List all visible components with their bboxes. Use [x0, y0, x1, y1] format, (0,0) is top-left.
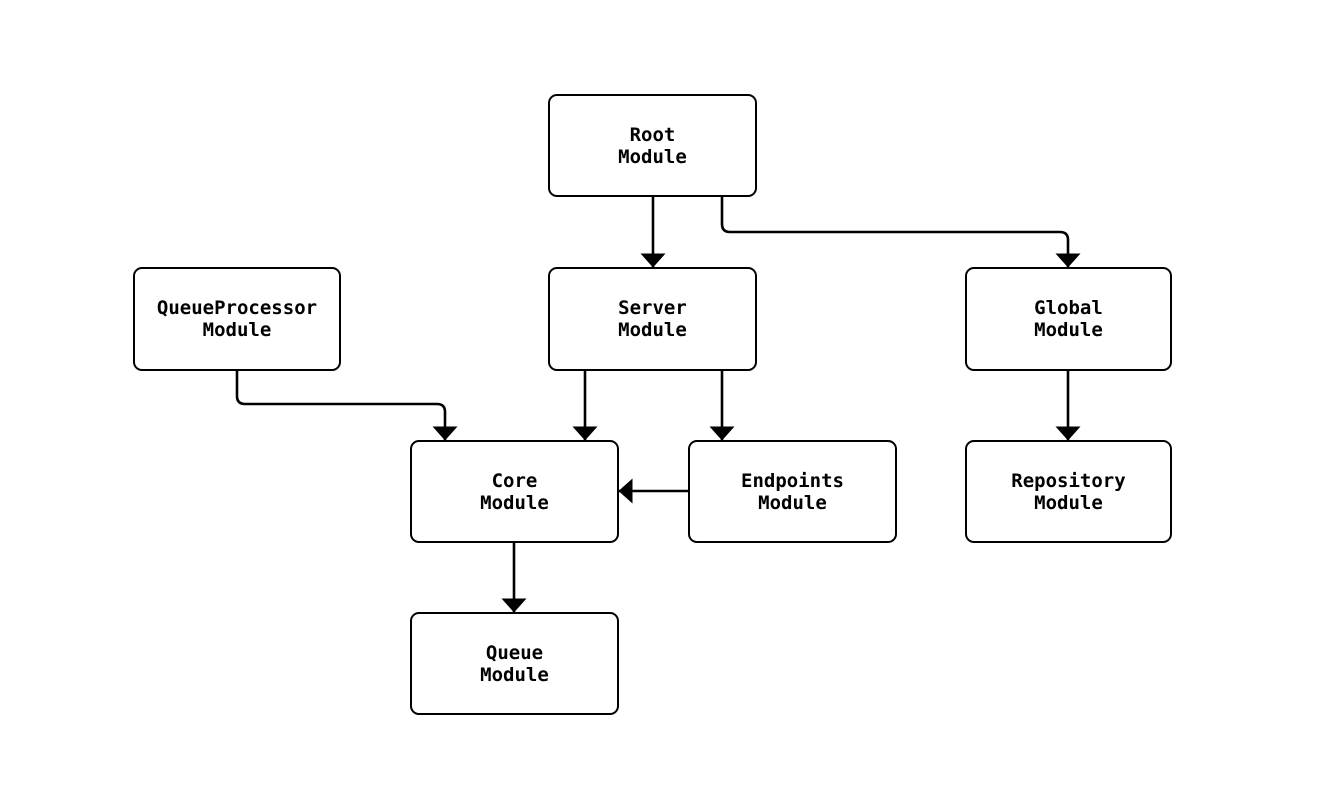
node-queueprocessor-module: QueueProcessor Module: [133, 267, 341, 371]
edge-queueprocessor-to-core: [235, 371, 458, 441]
node-server-module: Server Module: [548, 267, 757, 371]
node-core-module: Core Module: [410, 440, 619, 543]
node-endpoints-module: Endpoints Module: [688, 440, 897, 543]
node-queue-module: Queue Module: [410, 612, 619, 715]
node-root-module: Root Module: [548, 94, 757, 197]
node-global-module: Global Module: [965, 267, 1172, 371]
edge-root-to-global: [720, 197, 1081, 268]
node-repository-module: Repository Module: [965, 440, 1172, 543]
